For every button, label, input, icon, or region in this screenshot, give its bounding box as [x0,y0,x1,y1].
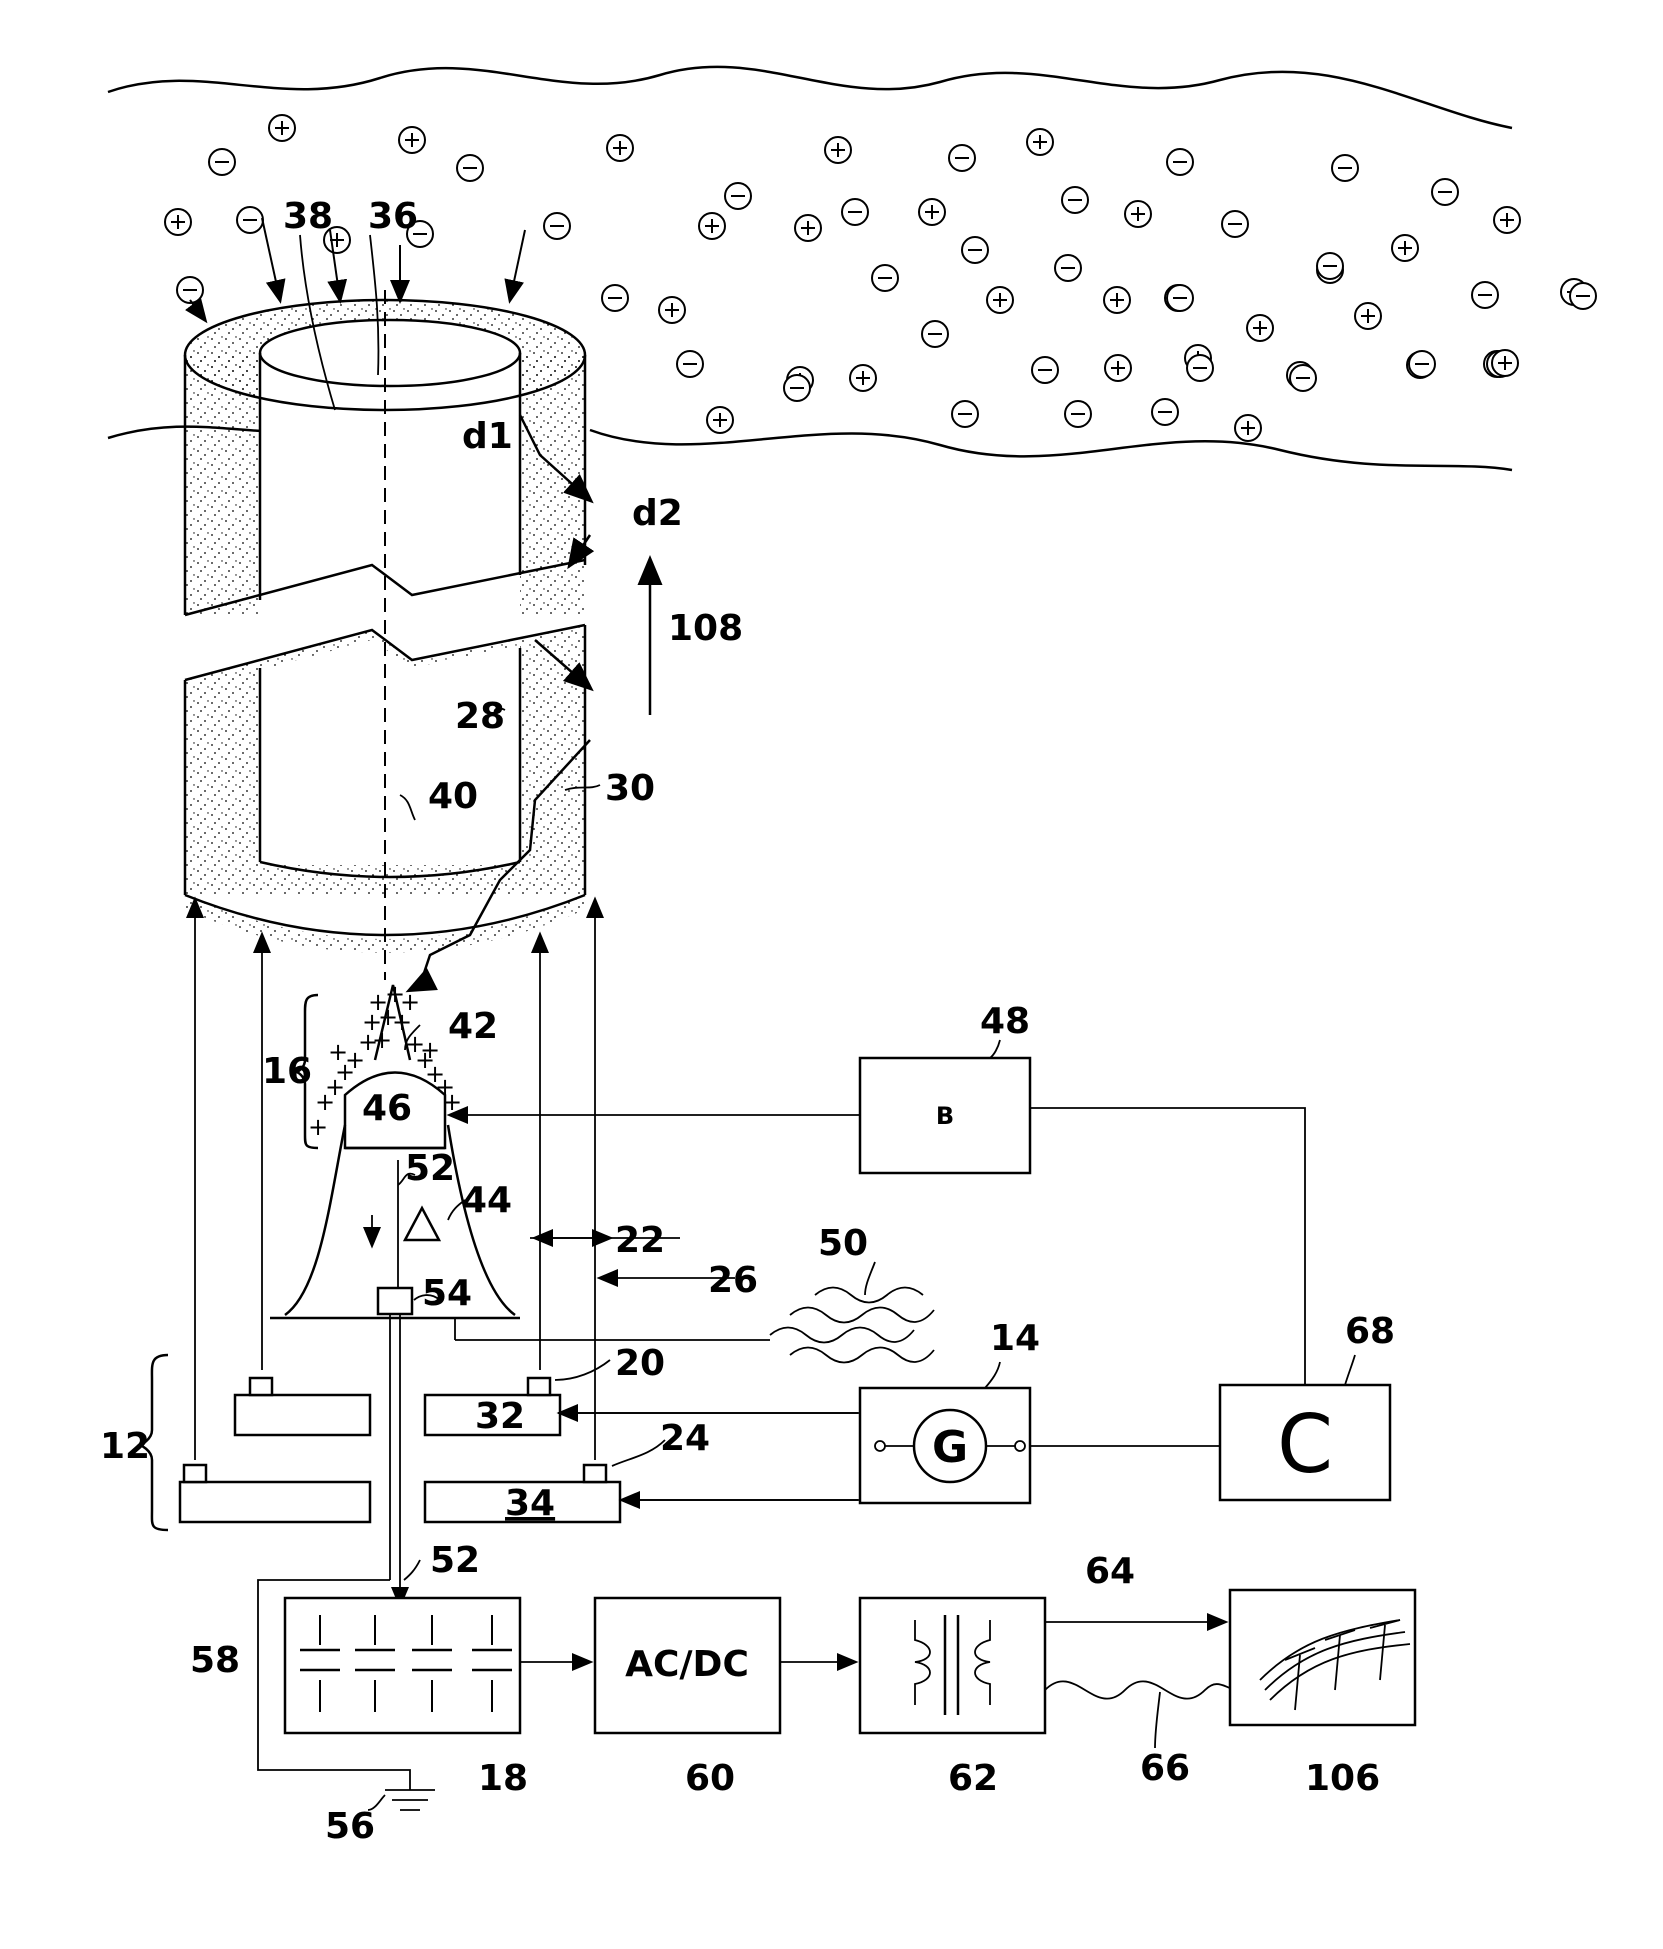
plus-mark: + [308,1113,328,1141]
label-54: 54 [422,1273,472,1314]
plus-mark: + [442,1088,462,1116]
box-14-generator [860,1388,1220,1503]
label-42: 42 [448,1006,498,1047]
label-12: 12 [100,1426,150,1467]
charge-arrow [510,230,525,300]
label-40: 40 [428,776,478,817]
label-44: 44 [462,1180,512,1221]
plus-mark: + [372,1026,392,1054]
label-32: 32 [475,1396,525,1437]
label-36: 36 [368,196,418,237]
label-18: 18 [478,1758,528,1799]
label-14: 14 [990,1318,1040,1359]
label-58: 58 [190,1640,240,1681]
label-68: 68 [1345,1311,1395,1352]
label-60: 60 [685,1758,735,1799]
label-26: 26 [708,1260,758,1301]
box-48 [450,1058,1305,1385]
label-20: 20 [615,1343,665,1384]
label-48: 48 [980,1001,1030,1042]
charge-arrow [190,300,205,320]
box-68-text: C [1277,1398,1333,1491]
waves-50 [770,1288,934,1363]
label-52-top: 52 [405,1148,455,1189]
label-38: 38 [283,196,333,237]
label-52-bottom: 52 [430,1540,480,1581]
label-56: 56 [325,1806,375,1847]
label-22: 22 [615,1220,665,1261]
label-66: 66 [1140,1748,1190,1789]
label-d2: d2 [632,493,683,534]
label-34: 34 [505,1483,555,1524]
box-48-text: B [936,1102,954,1130]
power-chain [258,1580,1415,1810]
label-d1: d1 [462,416,513,457]
label-28: 28 [455,696,505,737]
label-46: 46 [362,1088,412,1129]
plus-mark: + [420,1036,440,1064]
charge-arrow [262,218,280,300]
label-50: 50 [818,1223,868,1264]
box-14-text: G [932,1422,968,1473]
plus-mark: + [328,1038,348,1066]
label-30: 30 [605,768,655,809]
label-106: 106 [1305,1758,1380,1799]
label-64: 64 [1085,1551,1135,1592]
label-24: 24 [660,1418,710,1459]
label-108: 108 [668,608,743,649]
label-62: 62 [948,1758,998,1799]
box-60-text: AC/DC [625,1644,749,1685]
plus-mark: + [315,1088,335,1116]
label-16: 16 [262,1051,312,1092]
